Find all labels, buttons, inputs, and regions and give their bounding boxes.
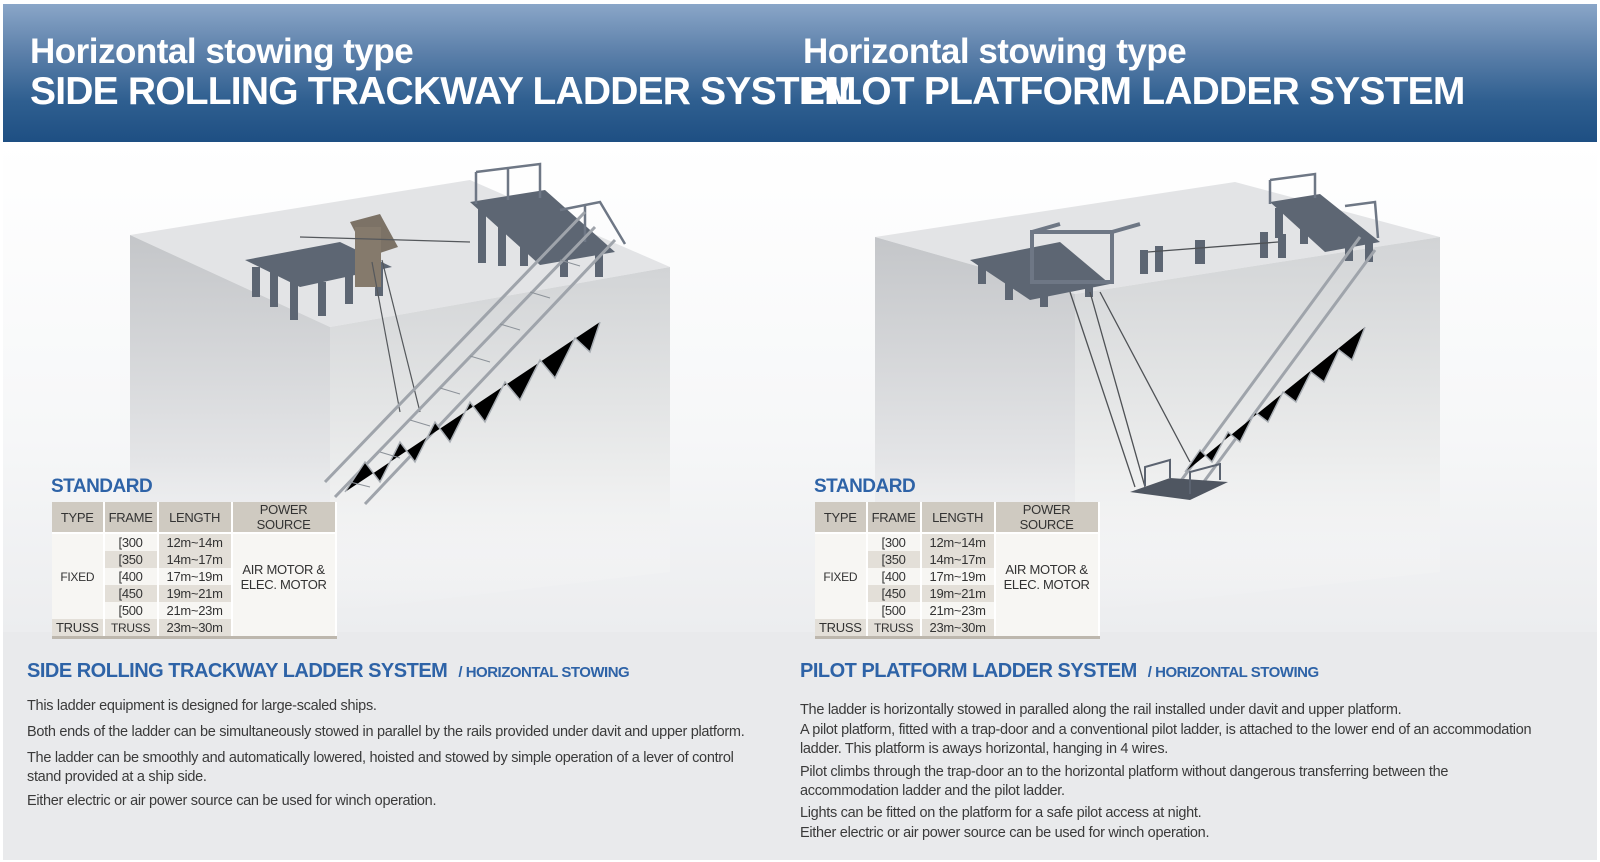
table-row: FIXED [300 12m~14m AIR MOTOR & ELEC. MOT…: [815, 533, 1100, 619]
frame-cell: [350: [866, 551, 922, 568]
frame-cell: [500: [866, 602, 922, 619]
right-paragraph-4: Lights can be fitted on the platform for…: [800, 805, 1202, 821]
truss-type-cell: TRUSS: [52, 619, 105, 639]
left-paragraph-2: Both ends of the ladder can be simultane…: [27, 724, 745, 740]
left-section-subtitle: / HORIZONTAL STOWING: [458, 664, 630, 681]
length-cell: 21m~23m: [157, 602, 233, 619]
truss-frame-cell: TRUSS: [103, 619, 159, 639]
table-row: FIXED [300 12m~14m AIR MOTOR & ELEC. MOT…: [52, 533, 337, 619]
header-length: LENGTH: [920, 502, 996, 534]
truss-length-cell: 23m~30m: [157, 619, 233, 639]
description-area: [3, 632, 1597, 860]
table-row: [400 17m~19m: [815, 568, 1099, 585]
power-source-cell: AIR MOTOR & ELEC. MOTOR: [994, 533, 1100, 619]
header-power-source: POWER SOURCE: [231, 502, 337, 534]
type-fixed-cell: FIXED: [815, 533, 868, 619]
side-rolling-trackway-ladder-illustration: [130, 162, 670, 612]
table-row: [450 19m~21m: [815, 585, 1099, 602]
length-cell: 19m~21m: [157, 585, 233, 602]
length-cell: 14m~17m: [920, 551, 996, 568]
truss-type-cell: TRUSS: [815, 619, 868, 639]
left-paragraph-3: The ladder can be smoothly and automatic…: [27, 750, 734, 785]
left-section-title-main: SIDE ROLLING TRACKWAY LADDER SYSTEM: [27, 660, 448, 682]
right-paragraph-3: Pilot climbs through the trap-door an to…: [800, 764, 1449, 799]
left-header-line1: Horizontal stowing type: [30, 32, 414, 71]
header-power-source: POWER SOURCE: [994, 502, 1100, 534]
power-line2: ELEC. MOTOR: [240, 576, 327, 592]
length-cell: 21m~23m: [920, 602, 996, 619]
frame-cell: [500: [103, 602, 159, 619]
power-line2: ELEC. MOTOR: [1003, 576, 1090, 592]
length-cell: 17m~19m: [157, 568, 233, 585]
right-section-subtitle: / HORIZONTAL STOWING: [1147, 664, 1319, 681]
table-row: [450 19m~21m: [52, 585, 336, 602]
power-source-cell: AIR MOTOR & ELEC. MOTOR: [231, 533, 337, 619]
power-line1: AIR MOTOR &: [1005, 561, 1088, 577]
table-row: [350 14m~17m: [815, 551, 1099, 568]
left-section-title: SIDE ROLLING TRACKWAY LADDER SYSTEM / HO…: [27, 660, 630, 683]
frame-cell: [300: [103, 533, 159, 551]
truss-power-cell: [994, 619, 1100, 639]
table-row: [500 21m~23m: [52, 602, 336, 619]
frame-cell: [450: [103, 585, 159, 602]
length-cell: 14m~17m: [157, 551, 233, 568]
frame-cell: [350: [103, 551, 159, 568]
table-row: [350 14m~17m: [52, 551, 336, 568]
left-header-title: Horizontal stowing type SIDE ROLLING TRA…: [30, 32, 857, 113]
table-header-row: TYPE FRAME LENGTH POWER SOURCE: [815, 502, 1100, 534]
right-header-line1: Horizontal stowing type: [803, 32, 1187, 71]
table-row: TRUSS TRUSS 23m~30m: [815, 619, 1100, 639]
frame-cell: [400: [866, 568, 922, 585]
truss-frame-cell: TRUSS: [866, 619, 922, 639]
table-row: TRUSS TRUSS 23m~30m: [52, 619, 337, 639]
type-fixed-cell: FIXED: [52, 533, 105, 619]
frame-cell: [300: [866, 533, 922, 551]
left-paragraph-1: This ladder equipment is designed for la…: [27, 698, 377, 714]
right-paragraph-5: Either electric or air power source can …: [800, 825, 1210, 841]
truss-power-cell: [231, 619, 337, 639]
right-paragraph-1: The ladder is horizontally stowed in par…: [800, 702, 1402, 718]
header-banner: Horizontal stowing type SIDE ROLLING TRA…: [3, 4, 1597, 142]
right-standard-label: STANDARD: [814, 476, 916, 497]
right-paragraph-2: A pilot platform, fitted with a trap-doo…: [800, 722, 1532, 757]
header-frame: FRAME: [866, 502, 922, 534]
right-section-title: PILOT PLATFORM LADDER SYSTEM / HORIZONTA…: [800, 660, 1319, 683]
left-paragraph-4: Either electric or air power source can …: [27, 793, 437, 809]
frame-cell: [400: [103, 568, 159, 585]
table-row: [500 21m~23m: [815, 602, 1099, 619]
right-spec-table: TYPE FRAME LENGTH POWER SOURCE FIXED [30…: [815, 502, 1100, 639]
length-cell: 12m~14m: [157, 533, 233, 551]
header-type: TYPE: [52, 502, 105, 534]
length-cell: 17m~19m: [920, 568, 996, 585]
length-cell: 19m~21m: [920, 585, 996, 602]
header-frame: FRAME: [103, 502, 159, 534]
left-standard-label: STANDARD: [51, 476, 153, 497]
right-section-title-main: PILOT PLATFORM LADDER SYSTEM: [800, 660, 1137, 682]
header-length: LENGTH: [157, 502, 233, 534]
right-header-title: Horizontal stowing type PILOT PLATFORM L…: [803, 33, 1465, 113]
left-spec-table: TYPE FRAME LENGTH POWER SOURCE FIXED [30…: [52, 502, 337, 639]
header-type: TYPE: [815, 502, 868, 534]
truss-length-cell: 23m~30m: [920, 619, 996, 639]
right-header-line2: PILOT PLATFORM LADDER SYSTEM: [803, 70, 1465, 113]
power-line1: AIR MOTOR &: [242, 561, 325, 577]
length-cell: 12m~14m: [920, 533, 996, 551]
table-header-row: TYPE FRAME LENGTH POWER SOURCE: [52, 502, 337, 534]
table-row: [400 17m~19m: [52, 568, 336, 585]
frame-cell: [450: [866, 585, 922, 602]
left-header-line2: SIDE ROLLING TRACKWAY LADDER SYSTEM: [30, 70, 857, 113]
